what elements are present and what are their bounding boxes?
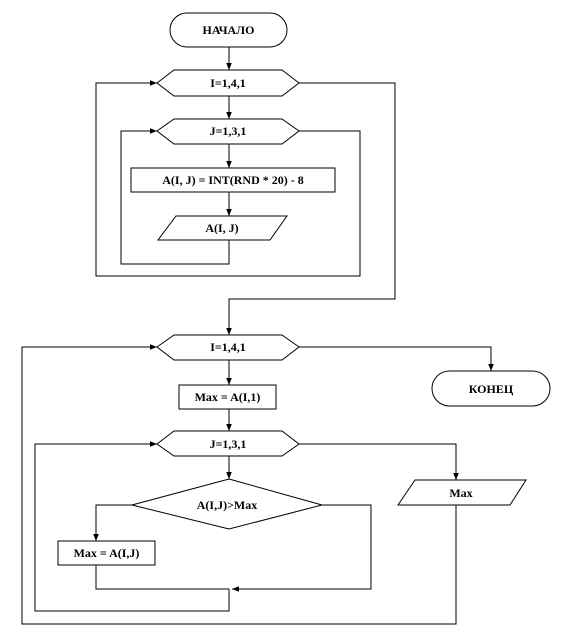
fill-outer-loop: I=1,4,1	[156, 69, 300, 97]
connectors	[21, 47, 494, 625]
output-element: A(I, J)	[157, 215, 288, 241]
output-max: Max	[397, 479, 527, 506]
fill-outer-loop-label: I=1,4,1	[210, 76, 246, 90]
assign-random-label: A(I, J) = INT(RND * 20) - 8	[162, 173, 304, 187]
assign-random-process: A(I, J) = INT(RND * 20) - 8	[130, 167, 336, 193]
init-max-label: Max = A(I,1)	[195, 390, 261, 404]
max-inner-loop: J=1,3,1	[156, 430, 300, 457]
output-element-label: A(I, J)	[205, 221, 238, 235]
fill-inner-loop: J=1,3,1	[156, 118, 300, 145]
update-max-label: Max = A(I,J)	[74, 546, 140, 560]
update-max-process: Max = A(I,J)	[57, 540, 156, 566]
output-max-label: Max	[449, 486, 472, 500]
start-label: НАЧАЛО	[203, 23, 255, 37]
start-terminal: НАЧАЛО	[169, 12, 288, 48]
fill-inner-loop-label: J=1,3,1	[210, 124, 247, 138]
end-label: КОНЕЦ	[469, 382, 514, 396]
init-max-process: Max = A(I,1)	[178, 384, 277, 410]
condition-decision: A(I,J)>Max	[131, 478, 324, 530]
condition-label: A(I,J)>Max	[197, 498, 258, 512]
max-outer-loop: I=1,4,1	[156, 334, 300, 361]
end-terminal: КОНЕЦ	[431, 370, 551, 407]
max-outer-loop-label: I=1,4,1	[210, 340, 246, 354]
max-inner-loop-label: J=1,3,1	[210, 437, 247, 451]
